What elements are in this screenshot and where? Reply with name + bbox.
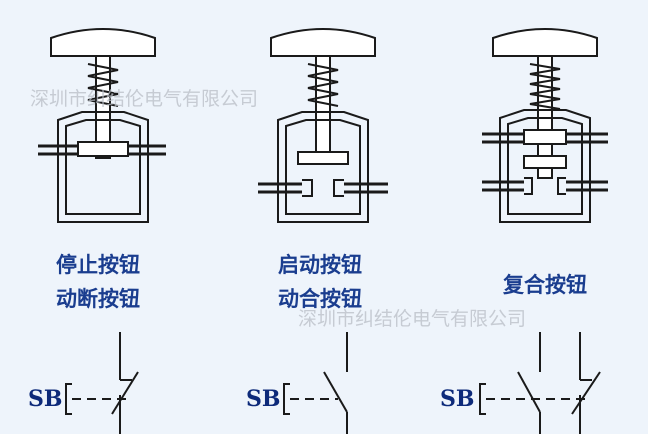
- nc-housing: [57, 111, 149, 223]
- no-symbol-label: SB: [246, 386, 280, 412]
- compound-button-drawing: [482, 28, 608, 223]
- compound-symbol-label: SB: [440, 386, 474, 412]
- no-symbol: [283, 332, 348, 434]
- nc-symbol: [65, 332, 139, 434]
- nc-spring: [87, 63, 119, 107]
- nc-button-drawing: [38, 28, 166, 223]
- compound-housing: [499, 109, 591, 223]
- nc-button-cap: [50, 28, 156, 57]
- nc-symbol-label: SB: [28, 386, 62, 412]
- compound-spring: [529, 63, 561, 110]
- no-caption-line1: 启动按钮: [278, 253, 362, 277]
- nc-caption-line1: 停止按钮: [56, 253, 140, 277]
- watermark-bottom: 深圳市纠结伦电气有限公司: [298, 308, 526, 330]
- compound-caption: 复合按钮: [502, 273, 587, 297]
- compound-symbol: [479, 332, 601, 434]
- watermark-top: 深圳市纠结伦电气有限公司: [30, 88, 258, 110]
- no-spring: [307, 63, 339, 107]
- no-button-drawing: [258, 28, 388, 223]
- no-caption-line2: 动合按钮: [278, 287, 362, 311]
- nc-caption-line2: 动断按钮: [56, 287, 140, 311]
- compound-button-cap: [492, 28, 598, 57]
- nc-button-stem: [95, 55, 111, 159]
- no-button-cap: [270, 28, 376, 57]
- no-housing: [277, 111, 369, 223]
